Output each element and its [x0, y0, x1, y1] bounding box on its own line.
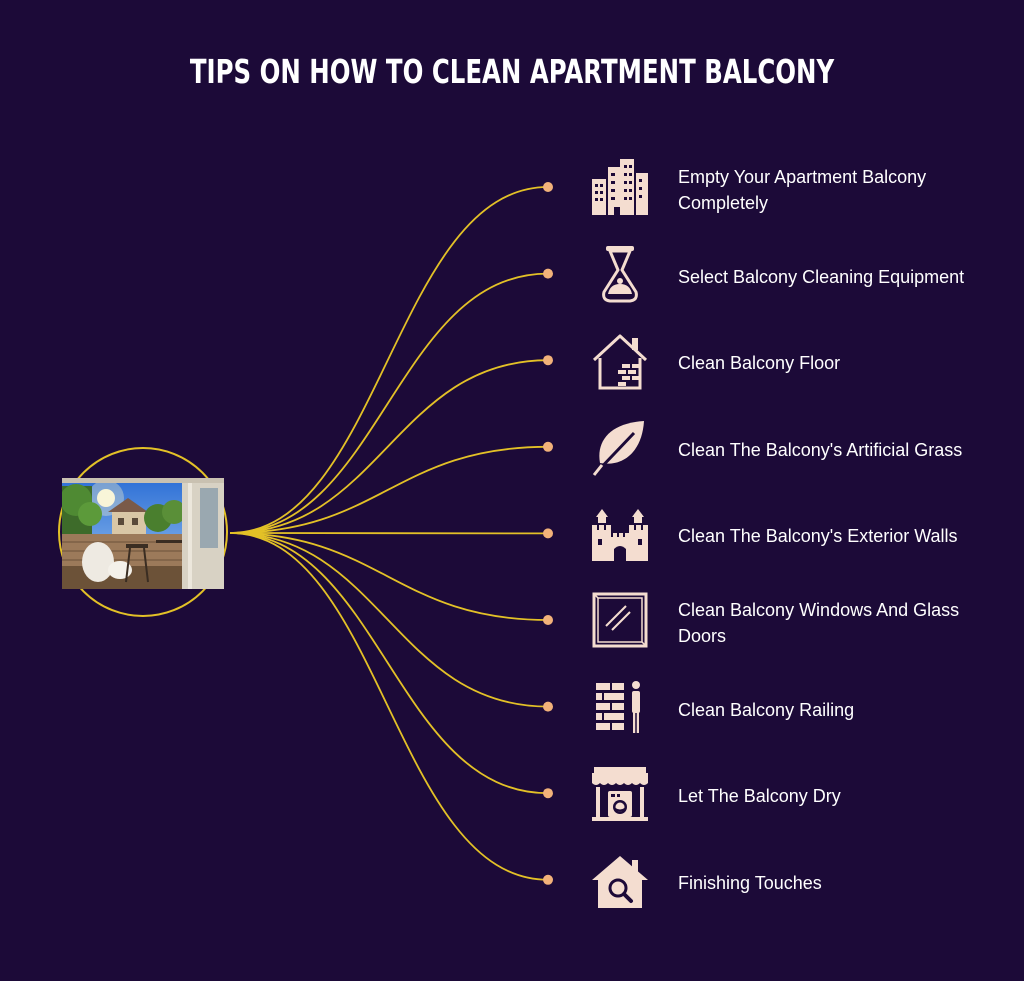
tip-label: Clean The Balcony's Artificial Grass [678, 440, 963, 460]
connector-line [229, 272, 549, 534]
connector-line [229, 532, 549, 708]
balcony-photo [62, 478, 224, 589]
connector-line [229, 532, 549, 881]
tip-label: Select Balcony Cleaning Equipment [678, 267, 965, 287]
hub-ring [58, 447, 228, 617]
connector-dot [543, 615, 553, 625]
page-title: TIPS ON HOW TO CLEAN APARTMENT BALCONY [189, 52, 835, 91]
tip-label: Finishing Touches [678, 873, 822, 893]
connector-dot [543, 528, 553, 539]
connector-line [229, 532, 549, 795]
leaf-icon [590, 417, 650, 477]
connector-line [229, 186, 549, 534]
connector-dot [543, 355, 553, 366]
castle-wall-icon [590, 503, 650, 563]
connector-dot [543, 441, 553, 452]
connector-dot [543, 701, 553, 712]
connector-line [229, 359, 549, 534]
laundromat-icon [590, 763, 650, 823]
glass-window-icon [590, 590, 650, 650]
house-bricks-icon [590, 330, 650, 390]
brick-wall-person-icon [590, 677, 650, 737]
city-buildings-icon [590, 157, 650, 217]
tip-label: Clean Balcony Windows And Glass Doors [678, 600, 960, 646]
connector-line [229, 445, 549, 534]
tip-label: Let The Balcony Dry [678, 786, 841, 806]
tip-label: Clean The Balcony's Exterior Walls [678, 526, 958, 546]
tip-label: Clean Balcony Floor [678, 353, 841, 373]
connector-dot [543, 874, 553, 885]
house-search-icon [590, 850, 650, 910]
connector-dot [543, 268, 553, 279]
tip-label: Clean Balcony Railing [678, 700, 855, 720]
connector-dot [543, 788, 553, 799]
hourglass-bottle-icon [590, 244, 650, 304]
tip-label: Empty Your Apartment Balcony Completely [678, 167, 927, 213]
connector-line [229, 532, 549, 621]
connector-dot [543, 182, 553, 192]
